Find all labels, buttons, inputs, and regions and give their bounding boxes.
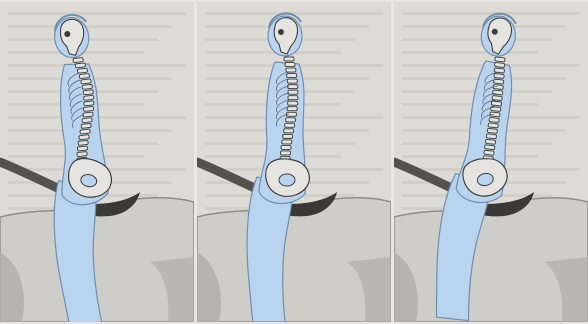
vertebra	[84, 101, 94, 106]
vertebra	[281, 145, 291, 149]
panel-round-back	[394, 2, 588, 322]
rider-illustration-1	[0, 2, 194, 322]
vertebra	[77, 146, 87, 151]
vertebra	[493, 90, 503, 95]
vertebra	[83, 112, 93, 117]
eye-socket	[278, 29, 284, 35]
vertebra	[84, 95, 94, 100]
vertebra	[286, 118, 296, 122]
rider-illustration-3	[394, 2, 588, 322]
vertebra	[288, 101, 298, 105]
vertebra	[491, 101, 501, 106]
vertebra	[285, 123, 295, 127]
vertebra	[287, 74, 297, 78]
vertebra	[288, 85, 298, 89]
text-line	[8, 64, 186, 67]
vertebra	[81, 79, 91, 84]
vertebra	[485, 139, 495, 144]
vertebra	[283, 134, 293, 138]
horse-back	[394, 198, 588, 322]
vertebra	[485, 145, 495, 150]
text-line	[402, 12, 580, 15]
hip-socket	[279, 174, 295, 186]
vertebra	[77, 68, 87, 73]
vertebra	[82, 84, 92, 89]
panel-neutral	[197, 2, 391, 322]
vertebra	[75, 63, 85, 68]
vertebra	[81, 123, 91, 128]
horse-back	[197, 198, 391, 322]
vertebra	[494, 68, 504, 73]
text-line	[402, 38, 552, 41]
vertebra	[73, 58, 83, 63]
vertebra	[284, 57, 294, 61]
vertebra	[488, 123, 498, 128]
vertebra	[280, 151, 290, 155]
panel-hollow-back	[0, 2, 194, 322]
rider-illustration-2	[197, 2, 391, 322]
vertebra	[493, 85, 503, 90]
vertebra	[83, 106, 93, 111]
text-line	[205, 51, 341, 54]
vertebra	[78, 140, 88, 145]
vertebra	[282, 140, 292, 144]
vertebra	[494, 62, 504, 67]
vertebra	[77, 152, 87, 157]
vertebra	[82, 118, 92, 123]
vertebra	[79, 74, 89, 79]
text-line	[8, 25, 172, 28]
text-line	[402, 51, 538, 54]
vertebra	[284, 129, 294, 133]
vertebra	[489, 117, 499, 122]
vertebra	[288, 96, 298, 100]
vertebra	[495, 57, 505, 62]
vertebra	[287, 79, 297, 83]
vertebra	[486, 134, 496, 139]
vertebra	[487, 128, 497, 133]
vertebra	[288, 90, 298, 94]
vertebra	[286, 68, 296, 72]
pelvis	[266, 159, 310, 197]
vertebra	[484, 150, 494, 155]
vertebra	[80, 129, 90, 134]
vertebra	[285, 63, 295, 67]
vertebra	[494, 73, 504, 78]
vertebra	[83, 90, 93, 95]
text-line	[8, 12, 186, 15]
text-line	[402, 103, 538, 106]
vertebra	[492, 96, 502, 101]
vertebra	[79, 135, 89, 140]
